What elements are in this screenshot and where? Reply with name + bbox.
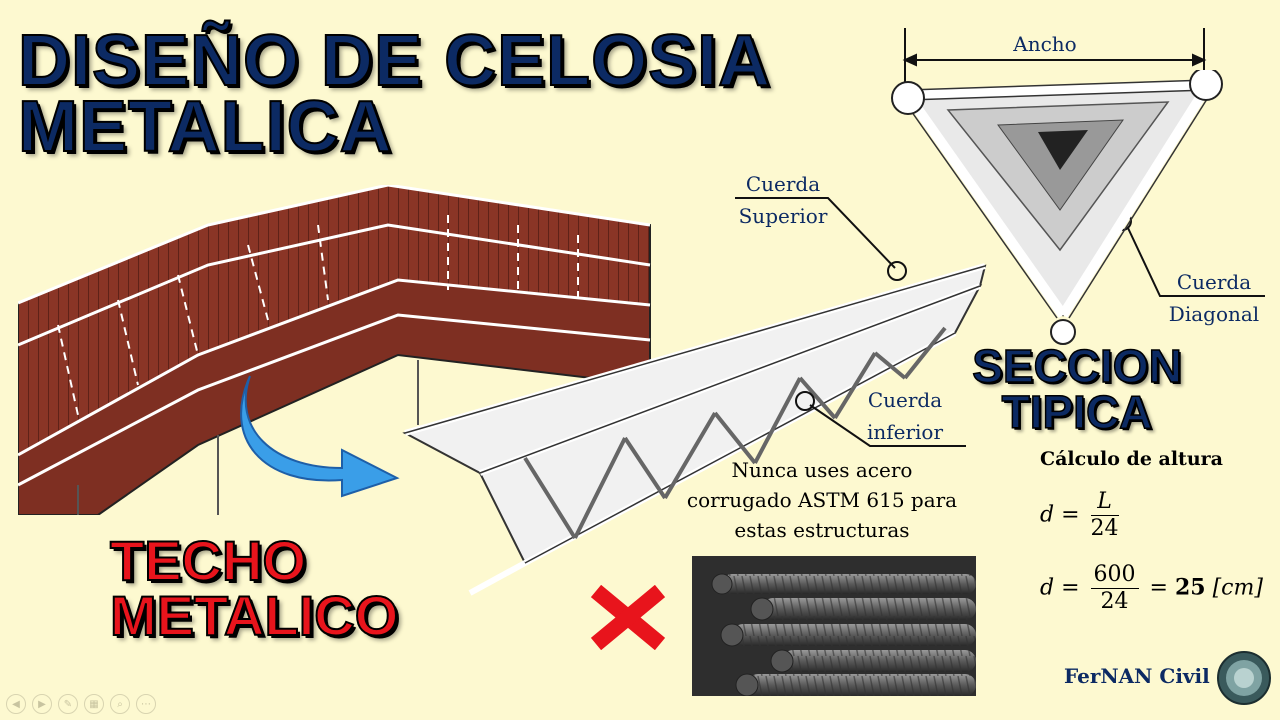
- eq2-unit: [cm]: [1212, 575, 1263, 601]
- more-icon[interactable]: ⋯: [136, 694, 156, 714]
- equation-2: d = 600 24 = 25 [cm]: [1040, 562, 1263, 615]
- slides-icon[interactable]: ▦: [84, 694, 104, 714]
- pen-icon[interactable]: ✎: [58, 694, 78, 714]
- eq1-lhs: d: [1040, 502, 1055, 528]
- eq1-numerator: L: [1090, 489, 1119, 516]
- cuerda-inferior-line-2: inferior: [866, 420, 944, 444]
- section-title: SECCION TIPICA: [958, 340, 1196, 438]
- prev-slide-icon[interactable]: ◀: [6, 694, 26, 714]
- eq2-lhs: d: [1040, 575, 1055, 601]
- zoom-icon[interactable]: ⌕: [110, 694, 130, 714]
- ancho-label: Ancho: [1013, 32, 1077, 56]
- eq2-result: 25: [1174, 574, 1206, 601]
- title-line-2: METALICA: [17, 87, 393, 167]
- eq2-equals: =: [1061, 575, 1080, 601]
- eq1-denominator: 24: [1090, 516, 1119, 541]
- eq2-fraction: 600 24: [1090, 562, 1139, 615]
- eq2-equals-2: =: [1149, 575, 1168, 601]
- section-title-line-1: SECCION: [971, 340, 1182, 392]
- cross-mark-icon: [590, 585, 666, 650]
- truss-illustration: [402, 263, 987, 596]
- cuerda-inferior-label: Cuerda inferior: [860, 386, 950, 446]
- roof-illustration: [18, 185, 651, 515]
- cuerda-superior-label: Cuerda Superior: [730, 170, 836, 230]
- eq1-equals: =: [1061, 502, 1080, 528]
- roof-title-line-1: TECHO: [109, 529, 307, 592]
- section-title-line-2: TIPICA: [1001, 386, 1153, 438]
- cuerda-diagonal-label: Cuerda Diagonal: [1160, 268, 1268, 328]
- curved-arrow-icon: [240, 375, 400, 498]
- cuerda-diagonal-line-1: Cuerda: [1176, 270, 1252, 294]
- eq2-denominator: 24: [1100, 589, 1129, 614]
- cuerda-superior-line-1: Cuerda: [745, 172, 821, 196]
- next-slide-icon[interactable]: ▶: [32, 694, 52, 714]
- eq2-numerator: 600: [1090, 562, 1139, 589]
- roof-title-line-2: METALICO: [109, 584, 399, 647]
- warning-text: Nunca uses acero corrugado ASTM 615 para…: [672, 455, 972, 545]
- cuerda-diagonal-line-2: Diagonal: [1168, 302, 1260, 326]
- brand-name: FerNAN Civil: [1064, 664, 1210, 688]
- rebar-photo: [692, 556, 976, 696]
- roof-title: TECHO METALICO: [109, 529, 399, 647]
- fernan-logo-icon: [1217, 651, 1271, 705]
- warning-line-1: Nunca uses acero: [731, 458, 913, 482]
- page-title: DISEÑO DE CELOSIA METALICA: [17, 21, 772, 167]
- section-illustration: [891, 70, 1223, 345]
- warning-line-2: corrugado ASTM 615 para: [686, 488, 958, 512]
- calc-title: Cálculo de altura: [1040, 448, 1223, 470]
- equation-1: d = L 24: [1040, 489, 1123, 542]
- cuerda-superior-line-2: Superior: [738, 204, 828, 228]
- slide-toolbar: ◀ ▶ ✎ ▦ ⌕ ⋯: [6, 694, 156, 714]
- warning-line-3: estas estructuras: [734, 518, 910, 542]
- title-line-1: DISEÑO DE CELOSIA: [17, 21, 772, 101]
- cuerda-inferior-line-1: Cuerda: [867, 388, 943, 412]
- eq1-fraction: L 24: [1090, 489, 1119, 542]
